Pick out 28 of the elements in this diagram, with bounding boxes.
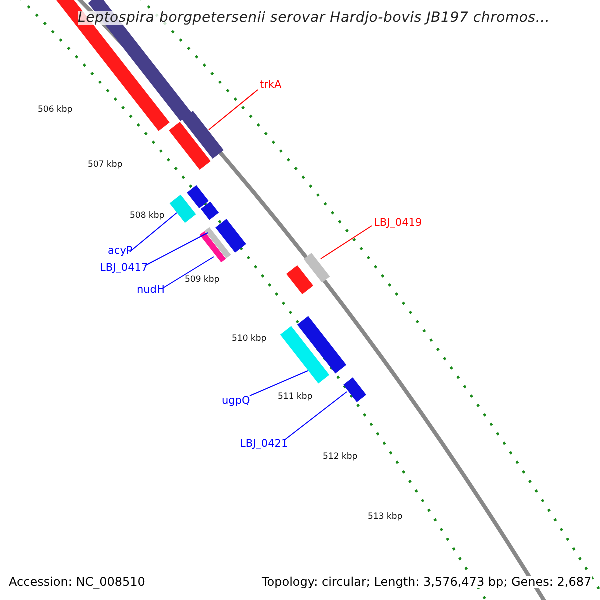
gene-label: acyP [108,246,133,256]
leader-line [250,370,308,396]
scale-label: 510 kbp [232,335,267,344]
gene-label: trkA [260,80,282,90]
scale-label: 507 kbp [88,161,123,170]
gene-label: LBJ_0419 [374,218,422,228]
title: Leptospira borgpetersenii serovar Hardjo-bovis JB197 chromos... [78,11,550,25]
leader-line [208,90,258,130]
gene-bar [200,231,226,263]
gene-label: LBJ_0417 [100,263,148,274]
gene-bar [204,227,232,259]
scale-label: 508 kbp [130,212,165,220]
leader-line [284,392,348,440]
leader-line [144,232,208,266]
info-text: Topology: circular; Length: 3,576,473 bp; Genes: 2,687 [262,576,592,588]
leader-line [320,226,372,260]
scale-label: 506 kbp [38,106,73,114]
gene-bar [304,253,330,283]
leader-line [162,256,214,290]
gene-label: nudH [137,285,165,296]
scale-label: 513 kbp [368,513,403,522]
scale-label: 511 kbp [278,393,313,402]
gene-label: LBJ_0421 [240,439,288,450]
leader-line [130,212,178,252]
scale-label: 512 kbp [323,453,358,462]
scale-label: 509 kbp [185,276,220,284]
gene-label: ugpQ [222,396,250,406]
info-text: Accession: NC_008510 [9,576,146,588]
